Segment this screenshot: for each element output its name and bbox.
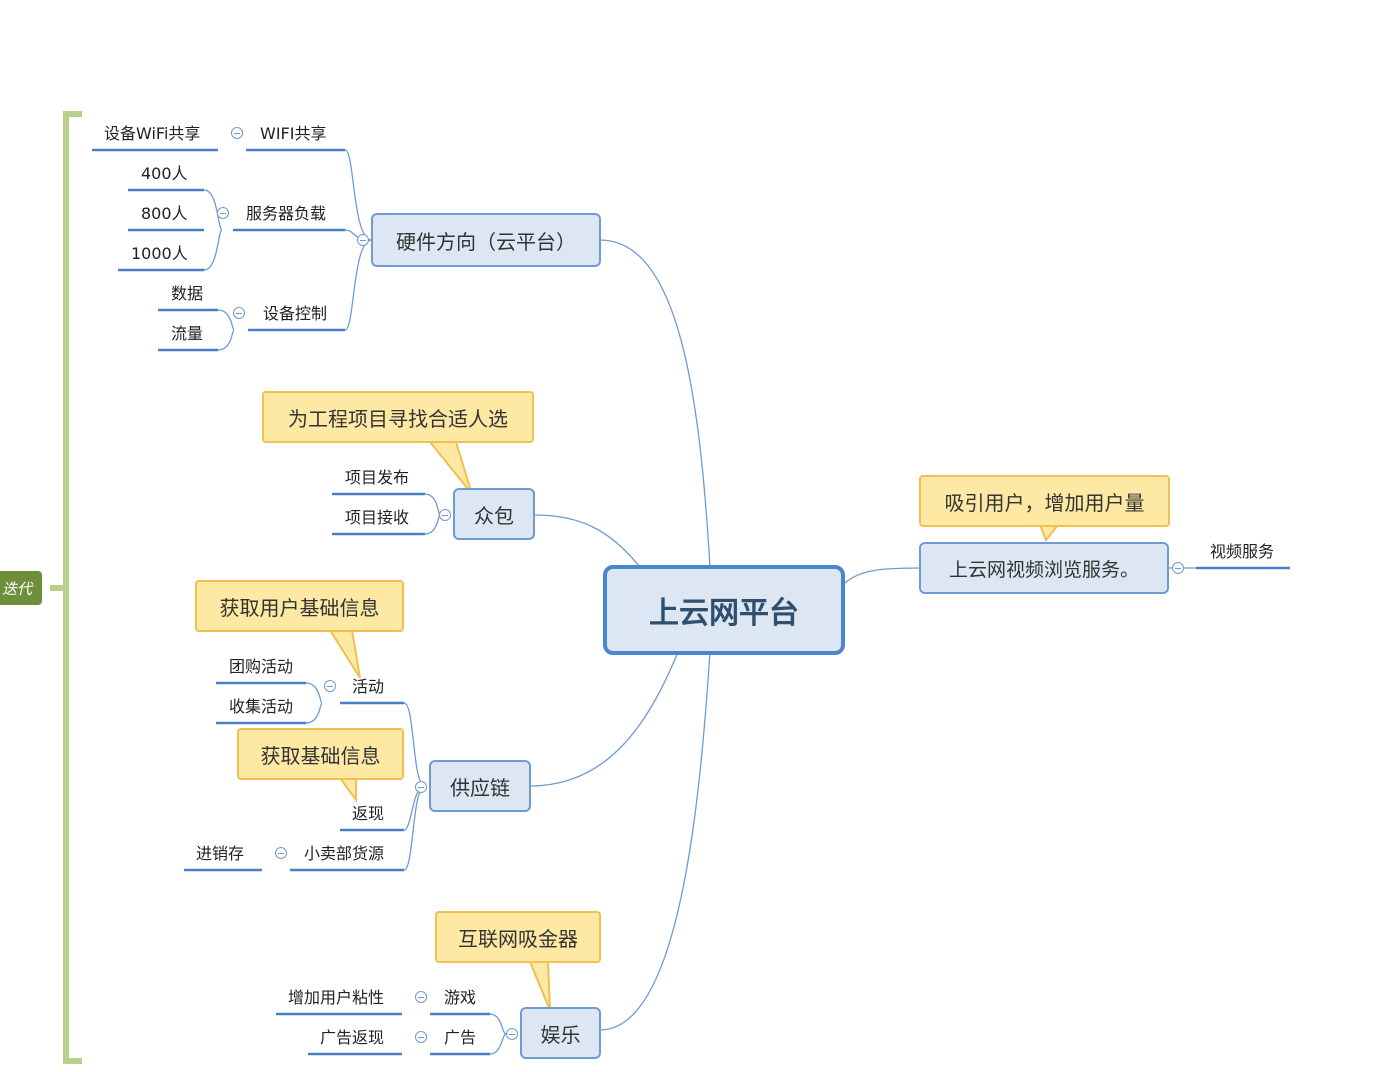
leaf-400[interactable]: 400人 — [141, 164, 188, 183]
subtopic-game[interactable]: 游戏 — [444, 988, 477, 1007]
note-activity[interactable]: 获取用户基础信息 — [195, 580, 404, 632]
collapse-icon[interactable] — [415, 781, 427, 793]
leaf-project-publish[interactable]: 项目发布 — [345, 468, 410, 487]
collapse-icon[interactable] — [275, 847, 287, 859]
collapse-icon[interactable] — [231, 127, 243, 139]
topic-entertainment[interactable]: 娱乐 — [520, 1007, 601, 1059]
leaf-data[interactable]: 数据 — [171, 284, 204, 303]
collapse-icon[interactable] — [415, 1031, 427, 1043]
iteration-badge[interactable]: 迭代 — [0, 571, 42, 605]
leaf-video-service[interactable]: 视频服务 — [1210, 542, 1275, 561]
leaf-user-stickiness[interactable]: 增加用户粘性 — [288, 988, 385, 1007]
leaf-ad-cashback[interactable]: 广告返现 — [320, 1028, 385, 1047]
leaf-wifi-share[interactable]: 设备WiFi共享 — [104, 124, 201, 143]
note-cashback[interactable]: 获取基础信息 — [237, 728, 404, 780]
leaf-800[interactable]: 800人 — [141, 204, 188, 223]
collapse-icon[interactable] — [357, 234, 369, 246]
leaf-project-receive[interactable]: 项目接收 — [345, 508, 410, 527]
leaf-group-buy[interactable]: 团购活动 — [229, 657, 294, 676]
collapse-icon[interactable] — [415, 991, 427, 1003]
collapse-icon[interactable] — [217, 207, 229, 219]
collapse-icon[interactable] — [1172, 562, 1184, 574]
subtopic-device-control[interactable]: 设备控制 — [263, 304, 328, 323]
leaf-collect-activity[interactable]: 收集活动 — [229, 697, 294, 716]
topic-video-service[interactable]: 上云网视频浏览服务。 — [919, 542, 1169, 594]
topic-supply-chain[interactable]: 供应链 — [429, 760, 531, 812]
leaf-inventory[interactable]: 进销存 — [196, 844, 245, 863]
collapse-icon[interactable] — [233, 307, 245, 319]
central-topic[interactable]: 上云网平台 — [603, 565, 845, 655]
subtopic-wifi[interactable]: WIFI共享 — [260, 124, 327, 143]
subtopic-activity[interactable]: 活动 — [352, 677, 385, 696]
collapse-icon[interactable] — [506, 1028, 518, 1040]
note-crowd[interactable]: 为工程项目寻找合适人选 — [262, 391, 534, 443]
subtopic-shop-supply[interactable]: 小卖部货源 — [304, 844, 385, 863]
collapse-icon[interactable] — [324, 680, 336, 692]
subtopic-server-load[interactable]: 服务器负载 — [246, 204, 327, 223]
leaf-1000[interactable]: 1000人 — [131, 244, 188, 263]
note-fun[interactable]: 互联网吸金器 — [435, 911, 601, 963]
subtopic-ad[interactable]: 广告 — [444, 1028, 477, 1047]
topic-crowd[interactable]: 众包 — [453, 488, 535, 540]
subtopic-cashback[interactable]: 返现 — [352, 804, 385, 823]
collapse-icon[interactable] — [439, 509, 451, 521]
note-video[interactable]: 吸引用户，增加用户量 — [919, 475, 1170, 527]
topic-hardware[interactable]: 硬件方向（云平台） — [371, 213, 601, 267]
leaf-traffic[interactable]: 流量 — [171, 324, 204, 343]
